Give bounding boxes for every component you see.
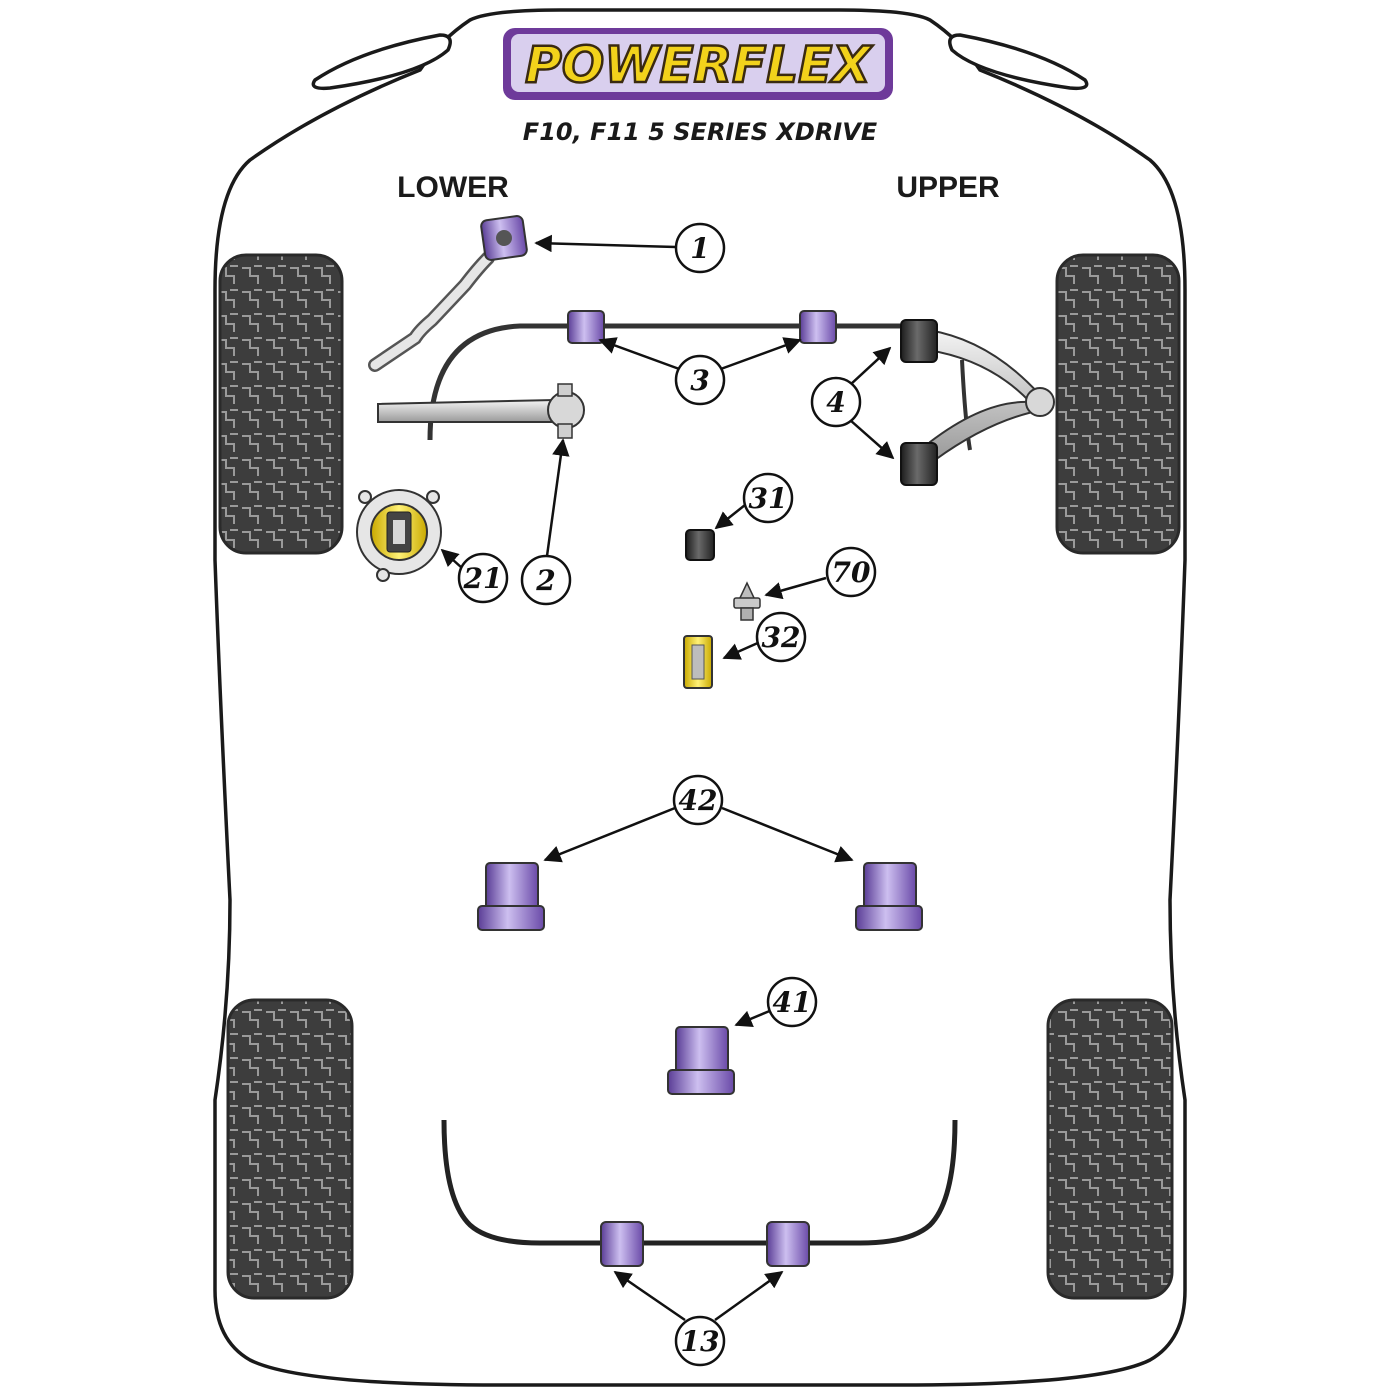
leader-42a — [543, 806, 676, 863]
callout-32-number: 32 — [762, 621, 801, 654]
leader-13a — [613, 1270, 686, 1322]
callout-32: 32 — [755, 611, 807, 663]
part-31-bushing — [685, 529, 715, 561]
leader-2 — [545, 438, 570, 557]
part-21-top-mount — [356, 489, 442, 582]
front-right-wheel — [1055, 253, 1181, 555]
logo-text: POWERFLEX — [525, 36, 873, 94]
part-2-front-arm — [377, 383, 585, 439]
leader-4b — [849, 419, 895, 460]
rear-right-wheel — [1046, 998, 1174, 1300]
part-41-bushing — [667, 1026, 735, 1095]
callout-4-number: 4 — [826, 386, 845, 419]
callout-31-number: 31 — [749, 482, 788, 515]
callout-1: 1 — [674, 222, 726, 274]
callout-3-number: 3 — [690, 364, 709, 397]
callout-70: 70 — [825, 546, 877, 598]
model-subtitle: F10, F11 5 SERIES XDRIVE — [523, 118, 878, 146]
left-mirror — [311, 33, 452, 91]
leader-41 — [734, 1008, 773, 1028]
leader-31 — [714, 504, 746, 530]
callout-41-number: 41 — [773, 986, 812, 1019]
part-1-lower-arm-bushing — [368, 215, 528, 372]
part-3-bushing-right — [799, 310, 837, 344]
leader-21 — [440, 548, 463, 569]
callout-13-number: 13 — [681, 1325, 720, 1358]
part-4-upper-wishbone — [900, 319, 1055, 486]
callout-31: 31 — [742, 472, 794, 524]
upper-label: UPPER — [896, 171, 1000, 204]
callout-21-number: 21 — [463, 562, 503, 595]
leader-4a — [849, 346, 892, 386]
lower-label: LOWER — [397, 171, 509, 204]
part-32-insert — [683, 635, 713, 689]
part-70-stud — [733, 581, 761, 621]
callout-42: 42 — [672, 774, 724, 826]
callout-13: 13 — [674, 1315, 726, 1367]
leader-42b — [721, 806, 854, 863]
callout-3: 3 — [674, 354, 726, 406]
callout-1-number: 1 — [690, 232, 709, 265]
rear-left-wheel — [226, 998, 354, 1300]
callout-42-number: 42 — [679, 784, 718, 817]
callout-2-number: 2 — [535, 564, 555, 597]
front-left-wheel — [218, 253, 344, 555]
rear-anti-roll-bar — [441, 1119, 958, 1246]
leader-lines — [440, 234, 895, 1322]
leader-3a — [598, 337, 683, 372]
leader-32 — [722, 640, 761, 660]
car-body-outline — [213, 8, 1187, 1387]
callout-21: 21 — [457, 552, 509, 604]
callout-70-number: 70 — [832, 556, 871, 589]
leader-3b — [717, 337, 802, 372]
leader-13b — [714, 1270, 784, 1322]
part-13-bushing-left — [600, 1221, 644, 1267]
callout-41: 41 — [766, 976, 818, 1028]
part-13-bushing-right — [766, 1221, 810, 1267]
leader-1 — [534, 234, 677, 253]
callout-4: 4 — [810, 376, 862, 428]
part-3-bushing-left — [567, 310, 605, 344]
part-42-bushing-right — [855, 862, 923, 931]
callout-2: 2 — [520, 554, 572, 606]
leader-70 — [764, 576, 827, 600]
right-mirror — [948, 33, 1089, 91]
part-42-bushing-left — [477, 862, 545, 931]
powerflex-logo: POWERFLEX — [503, 28, 893, 100]
